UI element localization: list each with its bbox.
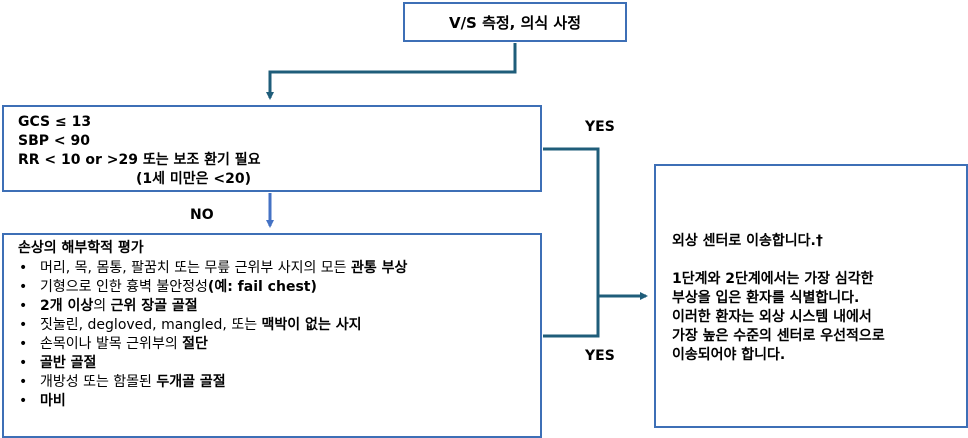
result-line: 가장 높은 수준의 센터로 우선적으로 [672, 328, 885, 344]
criteria-sbp: SBP < 90 [18, 133, 90, 149]
vital-signs-box: V/S 측정, 의식 사정 [403, 2, 627, 42]
criteria-rr-note: (1세 미만은 <20) [136, 171, 252, 187]
label-yes-top: YES [585, 119, 615, 135]
trauma-center-box: 외상 센터로 이송합니다.† 1단계와 2단계에서는 가장 심각한 부상을 입은… [654, 164, 968, 428]
result-line: 1단계와 2단계에서는 가장 심각한 [672, 271, 874, 287]
label-no: NO [190, 207, 214, 223]
connector-top-to-criteria [266, 43, 517, 100]
connector-criteria-yes [543, 147, 600, 296]
list-item: 짓눌린, degloved, mangled, 또는 맥박이 없는 사지 [18, 316, 540, 335]
anatomy-list: 머리, 목, 몸통, 팔꿈치 또는 무릎 근위부 사지의 모든 관통 부상 기형… [18, 259, 540, 411]
list-item: 2개 이상의 근위 장골 골절 [18, 297, 540, 316]
vital-signs-text: V/S 측정, 의식 사정 [448, 13, 582, 32]
list-item: 골반 골절 [18, 354, 540, 373]
label-yes-bottom: YES [585, 348, 615, 364]
result-title: 외상 센터로 이송합니다.† [672, 233, 823, 249]
result-line: 부상을 입은 환자를 식별합니다. [672, 290, 860, 306]
list-item: 마비 [18, 392, 540, 411]
list-item: 머리, 목, 몸통, 팔꿈치 또는 무릎 근위부 사지의 모든 관통 부상 [18, 259, 540, 278]
anatomy-title: 손상의 해부학적 평가 [18, 240, 144, 256]
result-line: 이러한 환자는 외상 시스템 내에서 [672, 309, 872, 325]
list-item: 기형으로 인한 흉벽 불안정성(예: fail chest) [18, 278, 540, 297]
connector-anatomy-yes [543, 296, 600, 338]
list-item: 손목이나 발목 근위부의 절단 [18, 335, 540, 354]
result-line: 이송되어야 합니다. [672, 347, 786, 363]
criteria-rr: RR < 10 or >29 또는 보조 환기 필요 [18, 152, 261, 168]
criteria-gcs: GCS ≤ 13 [18, 114, 92, 130]
list-item: 개방성 또는 함몰된 두개골 골절 [18, 373, 540, 392]
anatomic-criteria-box: 손상의 해부학적 평가 머리, 목, 몸통, 팔꿈치 또는 무릎 근위부 사지의… [2, 233, 542, 438]
physiologic-criteria-box: GCS ≤ 13 SBP < 90 RR < 10 or >29 또는 보조 환… [2, 105, 542, 192]
